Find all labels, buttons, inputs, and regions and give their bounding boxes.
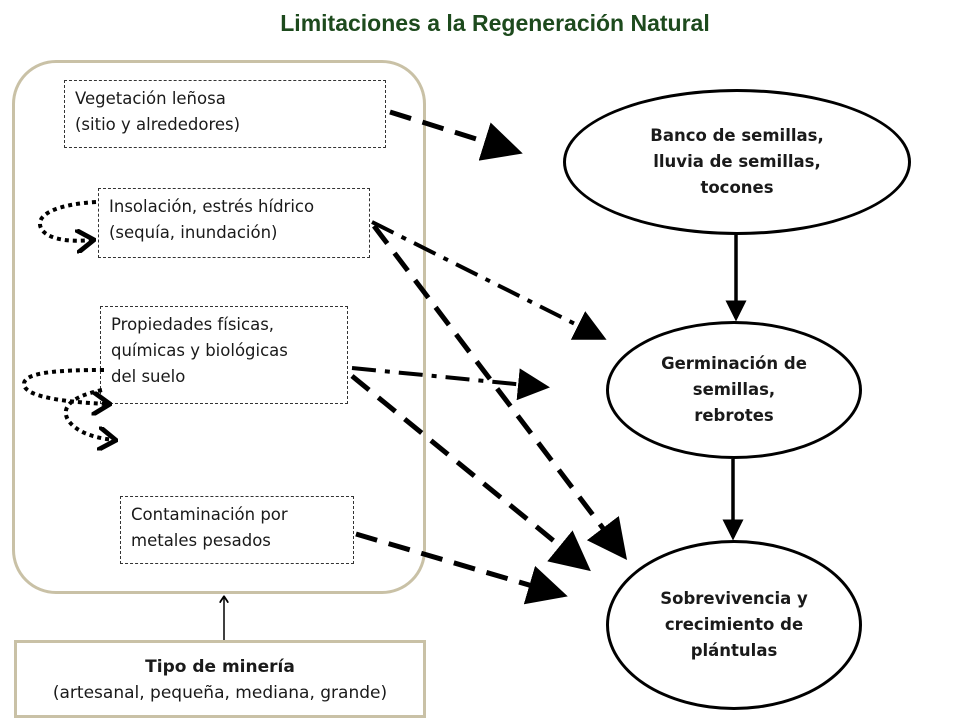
stage-seedling-survival: Sobrevivencia y crecimiento de plántulas (606, 540, 862, 710)
factor-heavy-metal-contamination: Contaminación por metales pesados (120, 496, 354, 564)
factor-soil-properties: Propiedades físicas, químicas y biológic… (100, 306, 348, 404)
limitations-group-frame (12, 60, 426, 594)
arrow-vegetation-to-seedbank (389, 109, 523, 161)
factor-woody-vegetation: Vegetación leñosa (sitio y alrededores) (64, 80, 386, 148)
mining-type-detail: (artesanal, pequeña, mediana, grande) (52, 683, 388, 703)
arrow-insolation-to-germination (371, 220, 607, 340)
loop-arrow-to-soil-upper (21, 368, 108, 404)
loop-arrow-to-insolation (38, 200, 96, 241)
mining-type-box: Tipo de minería (artesanal, pequeña, med… (14, 640, 426, 718)
diagram-title: Limitaciones a la Regeneración Natural (280, 10, 710, 36)
arrow-contamination-to-survival (355, 531, 568, 605)
arrow-soil-to-germination (351, 366, 550, 401)
stage-germination: Germinación de semillas, rebrotes (606, 321, 862, 459)
loop-arrow-to-soil-lower (64, 388, 114, 440)
arrow-soil-to-survival (350, 374, 591, 572)
factor-insolation-water-stress: Insolación, estrés hídrico (sequía, inun… (98, 188, 370, 258)
arrow-insolation-to-survival (372, 224, 628, 560)
mining-type-title: Tipo de minería (145, 657, 295, 677)
